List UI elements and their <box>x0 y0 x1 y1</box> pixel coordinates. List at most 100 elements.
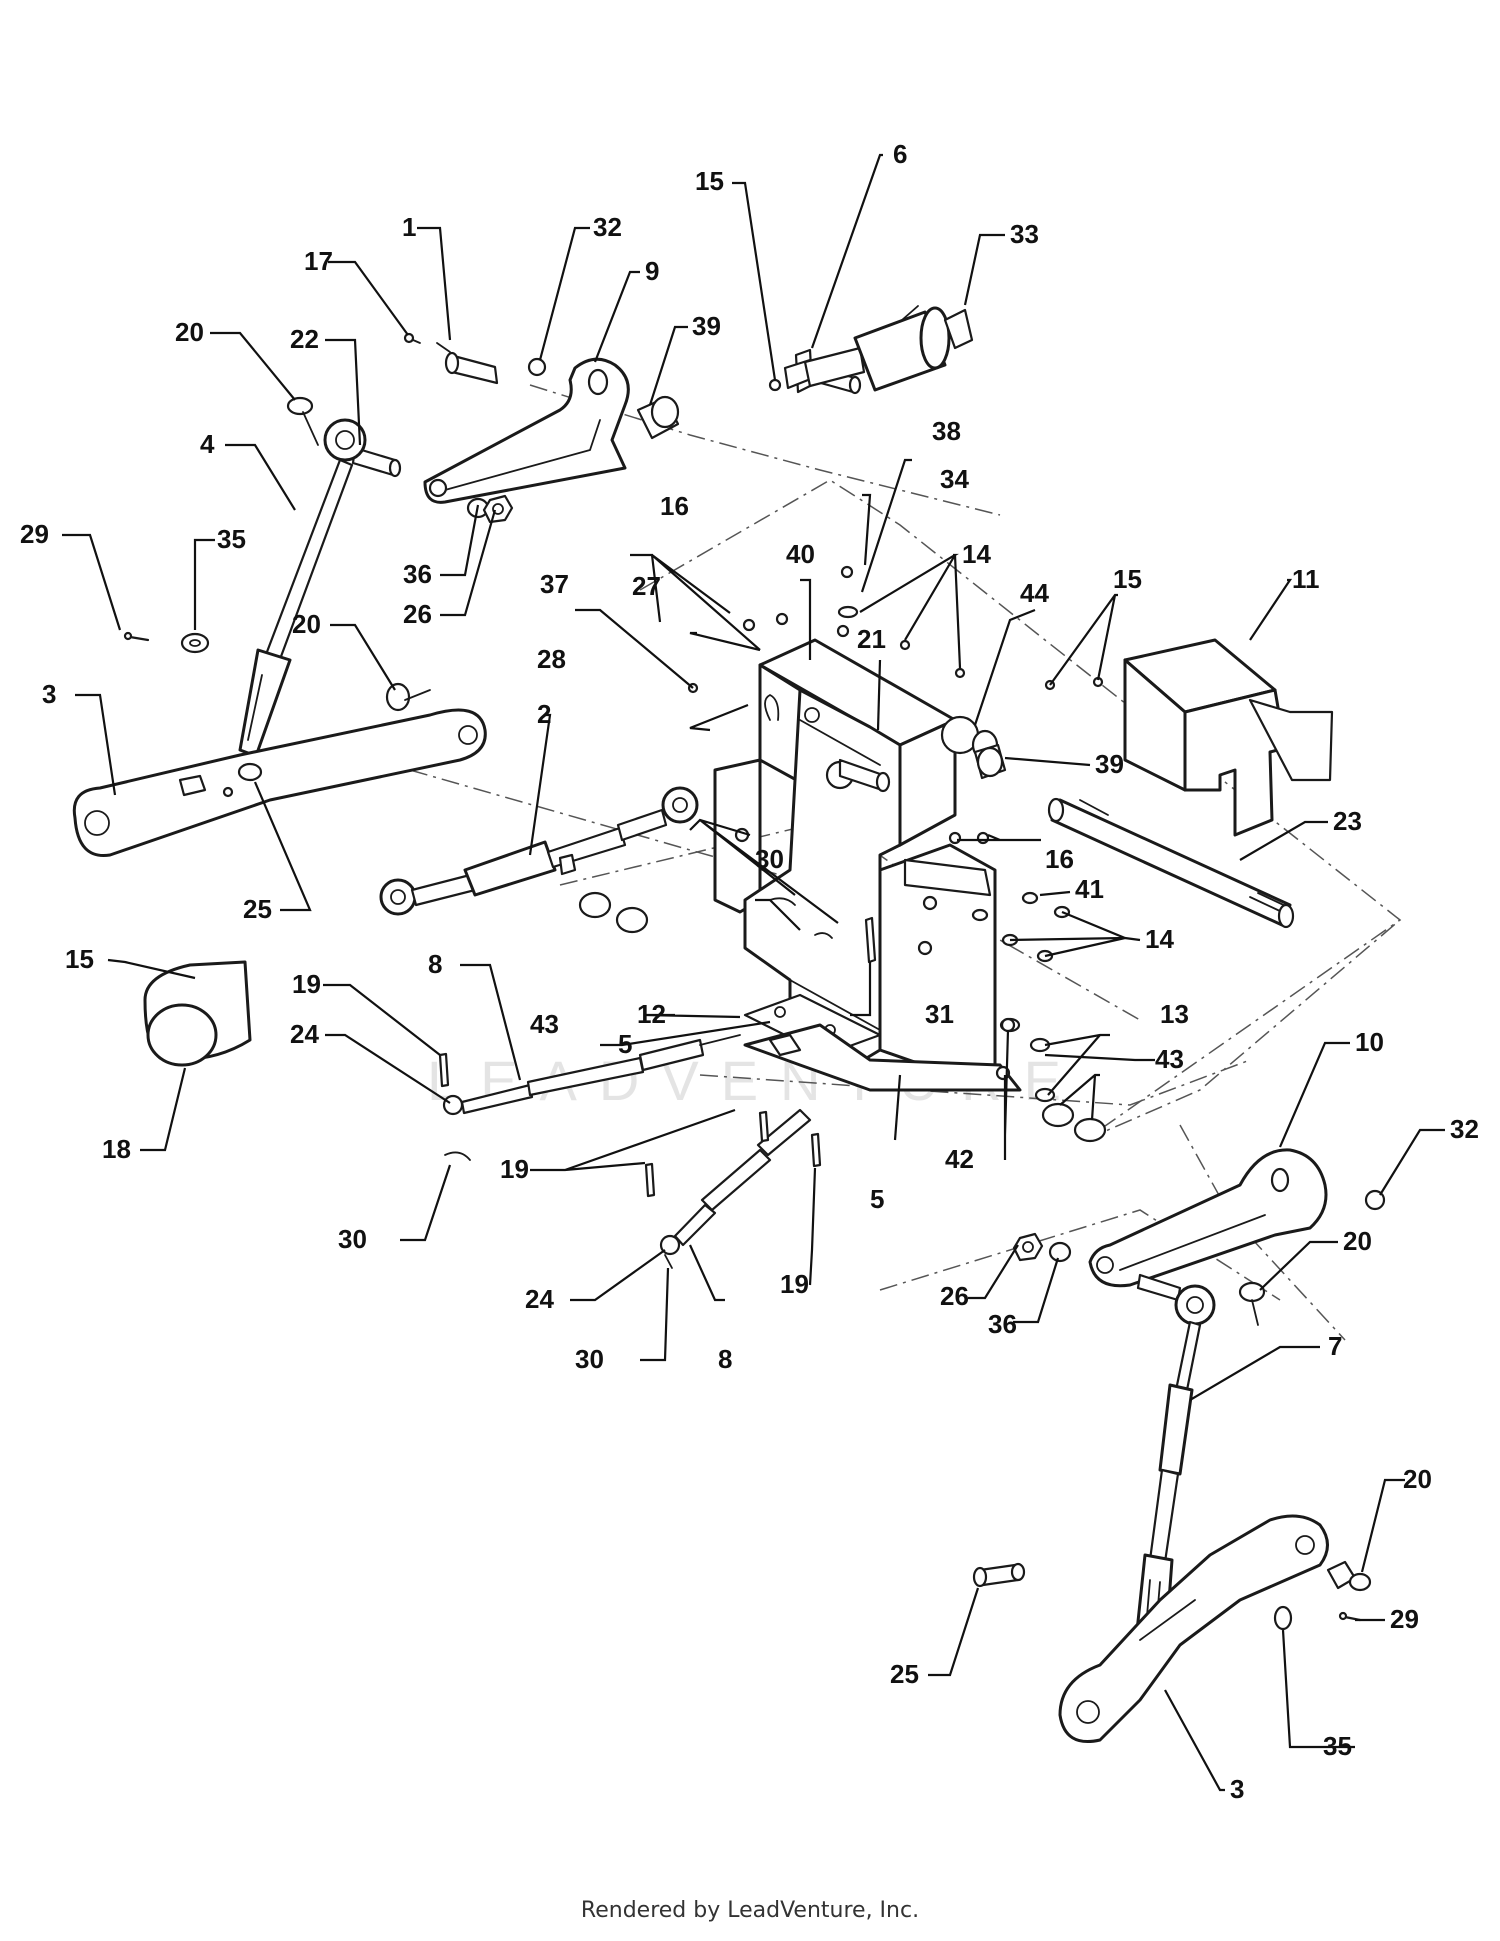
callout-29-left: 29 <box>20 519 49 549</box>
part-3-lower-link-right <box>1058 1514 1329 1743</box>
callout-5-left: 5 <box>618 1029 632 1059</box>
part-5-drawbar <box>743 1023 1022 1092</box>
part-36-washer-right <box>1048 1241 1072 1263</box>
part-7-lift-link-right <box>1133 1273 1216 1657</box>
part-28-clip <box>764 693 780 721</box>
part-39-bushing-right <box>973 743 1007 780</box>
part-33-hydraulic-cylinder <box>783 305 974 392</box>
callout-24-right: 24 <box>525 1284 554 1314</box>
callout-11: 11 <box>1292 564 1320 594</box>
callout-15-right: 15 <box>1113 564 1142 594</box>
leader-lines <box>62 153 1445 1792</box>
callout-19-upper: 19 <box>292 969 321 999</box>
part-15-fitting-top <box>768 378 782 392</box>
callout-27: 27 <box>632 571 661 601</box>
part-39-bushing-upper <box>636 395 680 440</box>
callout-23: 23 <box>1333 806 1362 836</box>
callout-21: 21 <box>857 624 886 654</box>
part-35-washer-right <box>1273 1605 1293 1631</box>
part-20-lynch-pin-mid <box>385 682 431 712</box>
part-32-snap-ring-upper <box>527 357 547 377</box>
callout-34: 34 <box>940 464 969 494</box>
callout-15-top: 15 <box>695 166 724 196</box>
callout-5-lower: 5 <box>870 1184 884 1214</box>
part-19-pins <box>438 1052 822 1198</box>
callout-39-upper: 39 <box>692 311 721 341</box>
callout-30-lower: 30 <box>575 1344 604 1374</box>
callout-3-left: 3 <box>42 679 56 709</box>
callout-22: 22 <box>290 324 319 354</box>
callout-8-right: 8 <box>718 1344 732 1374</box>
part-43-washers-right <box>1041 1102 1107 1143</box>
callout-1: 1 <box>402 212 416 242</box>
callout-26-left: 26 <box>403 599 432 629</box>
callout-17: 17 <box>304 246 333 276</box>
part-25-pin-right <box>972 1562 1026 1588</box>
part-23-splined-shaft <box>1047 797 1295 929</box>
part-21-pin <box>838 758 891 793</box>
part-10-lift-arm-right <box>1088 1148 1328 1288</box>
part-43-washers-left <box>578 891 649 934</box>
callout-14-lower: 14 <box>1145 924 1174 954</box>
part-9-lift-arm <box>423 357 630 504</box>
callout-30-mid: 30 <box>755 844 784 874</box>
part-17-fitting <box>403 332 421 344</box>
callout-20-right-upper: 20 <box>1343 1226 1372 1256</box>
callout-42: 42 <box>945 1144 974 1174</box>
callout-2: 2 <box>537 699 551 729</box>
part-2-top-link <box>379 786 699 916</box>
callout-6: 6 <box>893 139 907 169</box>
callout-16-lower: 16 <box>1045 844 1074 874</box>
callout-35-right: 35 <box>1323 1731 1352 1761</box>
part-1-pin <box>436 342 499 385</box>
footer-credit: Rendered by LeadVenture, Inc. <box>580 1898 920 1923</box>
callout-19-mid: 19 <box>500 1154 529 1184</box>
callout-44: 44 <box>1020 578 1049 608</box>
part-20-lynch-pin-right-upper <box>1238 1281 1266 1326</box>
callout-36-left: 36 <box>403 559 432 589</box>
callout-24-left: 24 <box>290 1019 319 1049</box>
callout-38: 38 <box>932 416 961 446</box>
callout-41: 41 <box>1075 874 1104 904</box>
callout-20-mid: 20 <box>292 609 321 639</box>
callout-32-lower: 32 <box>1450 1114 1479 1144</box>
part-20-lynch-pin-right-lower <box>1326 1560 1372 1592</box>
callout-30-left: 30 <box>338 1224 367 1254</box>
part-26-nut-left <box>482 494 514 524</box>
callout-14-upper: 14 <box>962 539 991 569</box>
part-8-stabilizer-left <box>442 1034 741 1116</box>
callout-29-right: 29 <box>1390 1604 1419 1634</box>
part-30-cotter-pins <box>444 897 833 1269</box>
callout-39-right: 39 <box>1095 749 1124 779</box>
callout-32-upper: 32 <box>593 212 622 242</box>
part-20-lynch-pin-upper <box>286 396 319 446</box>
part-11-shield <box>1123 638 1334 837</box>
callout-40: 40 <box>786 539 815 569</box>
callout-3-right: 3 <box>1230 1774 1244 1804</box>
part-3-lower-link-left <box>72 708 487 858</box>
callout-36-right: 36 <box>988 1309 1017 1339</box>
callout-33: 33 <box>1010 219 1039 249</box>
callout-4: 4 <box>200 429 215 459</box>
callout-13: 13 <box>1160 999 1189 1029</box>
callout-10: 10 <box>1355 1027 1384 1057</box>
fasteners-bolts <box>687 565 1104 1103</box>
callout-20-right-lower: 20 <box>1403 1464 1432 1494</box>
part-32-snap-ring-lower <box>1364 1189 1386 1211</box>
part-4-lift-link <box>238 418 367 758</box>
callout-15-left: 15 <box>65 944 94 974</box>
callout-31: 31 <box>925 999 954 1029</box>
callout-16-upper: 16 <box>660 491 689 521</box>
callout-9: 9 <box>645 256 659 286</box>
callout-18: 18 <box>102 1134 131 1164</box>
part-35-washer-left <box>180 632 210 654</box>
callout-37: 37 <box>540 569 569 599</box>
part-31-pin <box>864 916 877 964</box>
callout-25-left: 25 <box>243 894 272 924</box>
callout-8-left: 8 <box>428 949 442 979</box>
part-29-pin-left <box>123 631 150 642</box>
callout-35-left: 35 <box>217 524 246 554</box>
callout-28: 28 <box>537 644 566 674</box>
